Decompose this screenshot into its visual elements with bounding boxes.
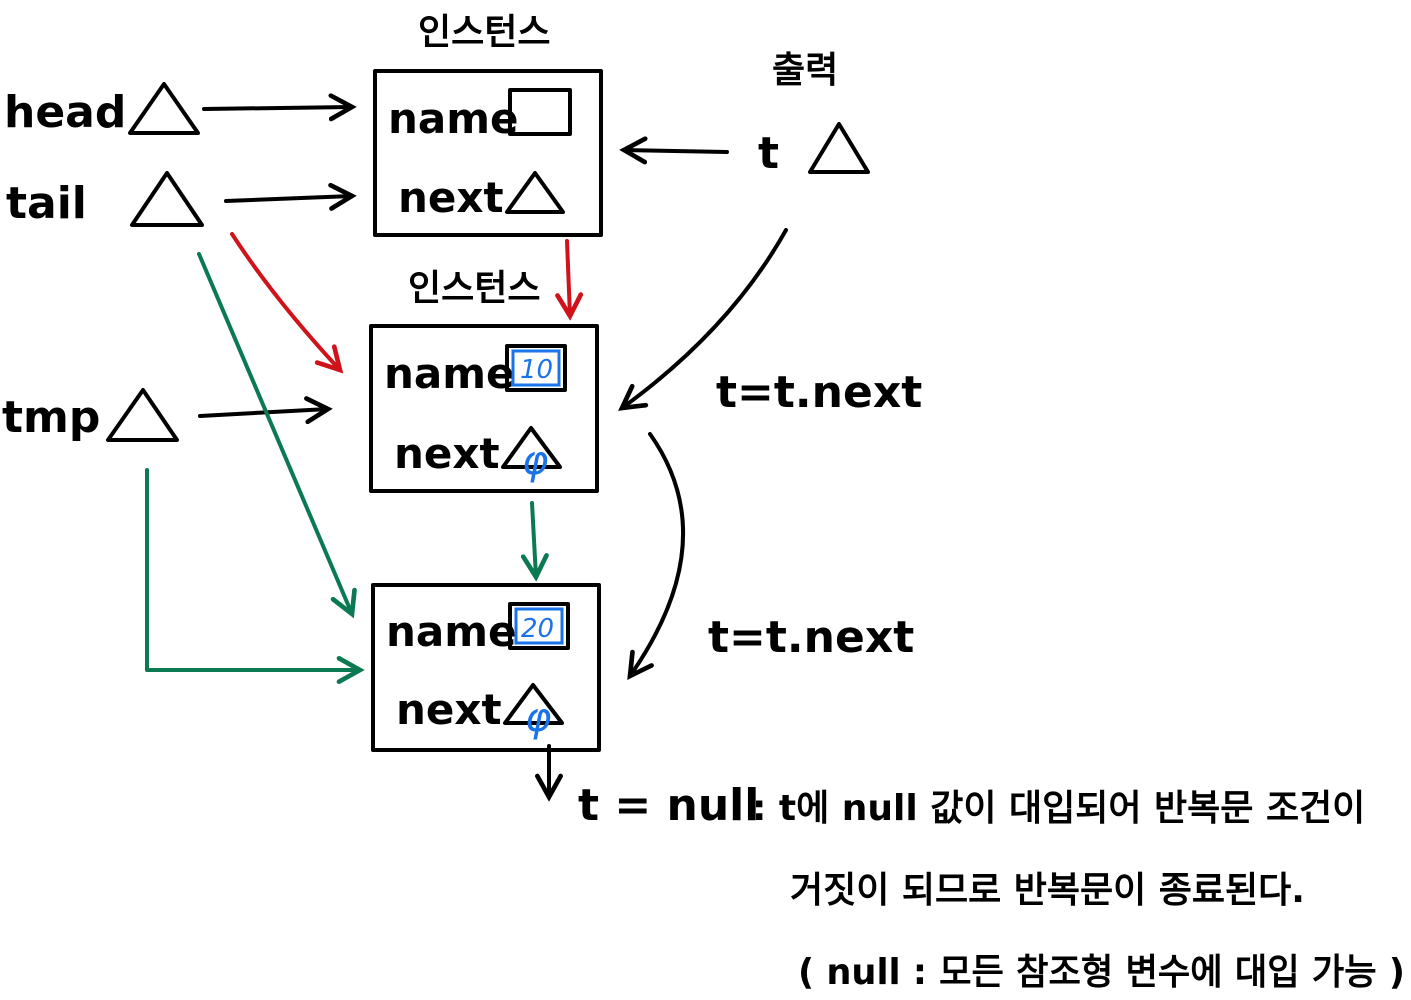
node-3-next-label: next bbox=[396, 685, 502, 734]
tail-to-node-3-arrow bbox=[197, 252, 352, 614]
node-1-next-to-node-2-arrow bbox=[567, 239, 570, 316]
node-3-name-value: 20 bbox=[521, 614, 554, 644]
t-to-node-1-arrow bbox=[624, 150, 729, 152]
explanation-line-1: : t에 null 값이 대입되어 반복문 조건이 bbox=[752, 788, 1365, 829]
instance-header-1: 인스턴스 bbox=[418, 12, 550, 53]
tmp-reference-triangle-icon bbox=[106, 388, 179, 442]
tail-to-node-1-arrow bbox=[224, 196, 352, 201]
t-reference-triangle-icon bbox=[808, 122, 870, 174]
node-2: name 10 next φ bbox=[369, 324, 599, 493]
node-2-next-to-node-3-arrow bbox=[532, 501, 536, 577]
node-1-next-label: next bbox=[398, 173, 504, 222]
node-1-name-value-box bbox=[508, 88, 572, 136]
node-2-next-triangle-icon bbox=[501, 426, 562, 469]
tail-label: tail bbox=[6, 178, 87, 229]
node-2-box bbox=[369, 324, 599, 493]
node-2-name-value-inner-box bbox=[511, 349, 561, 387]
tail-reference-triangle-icon bbox=[130, 171, 204, 227]
head-label: head bbox=[4, 87, 126, 138]
head-reference-triangle-icon bbox=[128, 82, 200, 135]
tmp-label: tmp bbox=[2, 392, 100, 443]
node-3-name-value-box bbox=[508, 602, 570, 650]
null-assignment-text: t = null bbox=[578, 780, 759, 831]
step-2-text: t=t.next bbox=[708, 612, 914, 663]
output-header: 출력 bbox=[772, 50, 838, 91]
node-3-next-null-mark: φ bbox=[525, 695, 551, 741]
node-3: name 20 next φ bbox=[371, 583, 601, 752]
node-2-next-null-mark: φ bbox=[522, 438, 548, 484]
node-3-name-label: name bbox=[386, 607, 517, 656]
node-3-box bbox=[371, 583, 601, 752]
node-1-next-triangle-icon bbox=[505, 171, 565, 214]
node-2-name-label: name bbox=[384, 349, 515, 398]
node-3-next-triangle-icon bbox=[503, 683, 564, 725]
t-label: t bbox=[758, 128, 779, 179]
tmp-to-node-3-arrow bbox=[145, 468, 360, 670]
instance-header-2: 인스턴스 bbox=[408, 268, 540, 309]
node-1-name-label: name bbox=[388, 94, 519, 143]
tmp-to-node-2-arrow bbox=[198, 409, 328, 416]
tail-to-node-2-arrow bbox=[230, 232, 340, 370]
t-advance-to-node-3-arrow bbox=[630, 432, 685, 676]
step-1-text: t=t.next bbox=[716, 367, 922, 418]
node-1-box bbox=[373, 69, 603, 237]
node-3-name-value-inner-box bbox=[514, 607, 564, 645]
explanation-line-2: 거짓이 되므로 반복문이 종료된다. bbox=[790, 870, 1305, 911]
head-to-node-1-arrow bbox=[202, 107, 352, 109]
node-1: name next bbox=[373, 69, 603, 237]
explanation-line-3: ( null : 모든 참조형 변수에 대입 가능 ) bbox=[798, 952, 1405, 993]
node-2-name-value-box bbox=[505, 344, 567, 392]
node-2-next-label: next bbox=[394, 429, 500, 478]
node-2-name-value: 10 bbox=[520, 355, 553, 385]
t-advance-to-node-2-arrow bbox=[622, 228, 788, 408]
